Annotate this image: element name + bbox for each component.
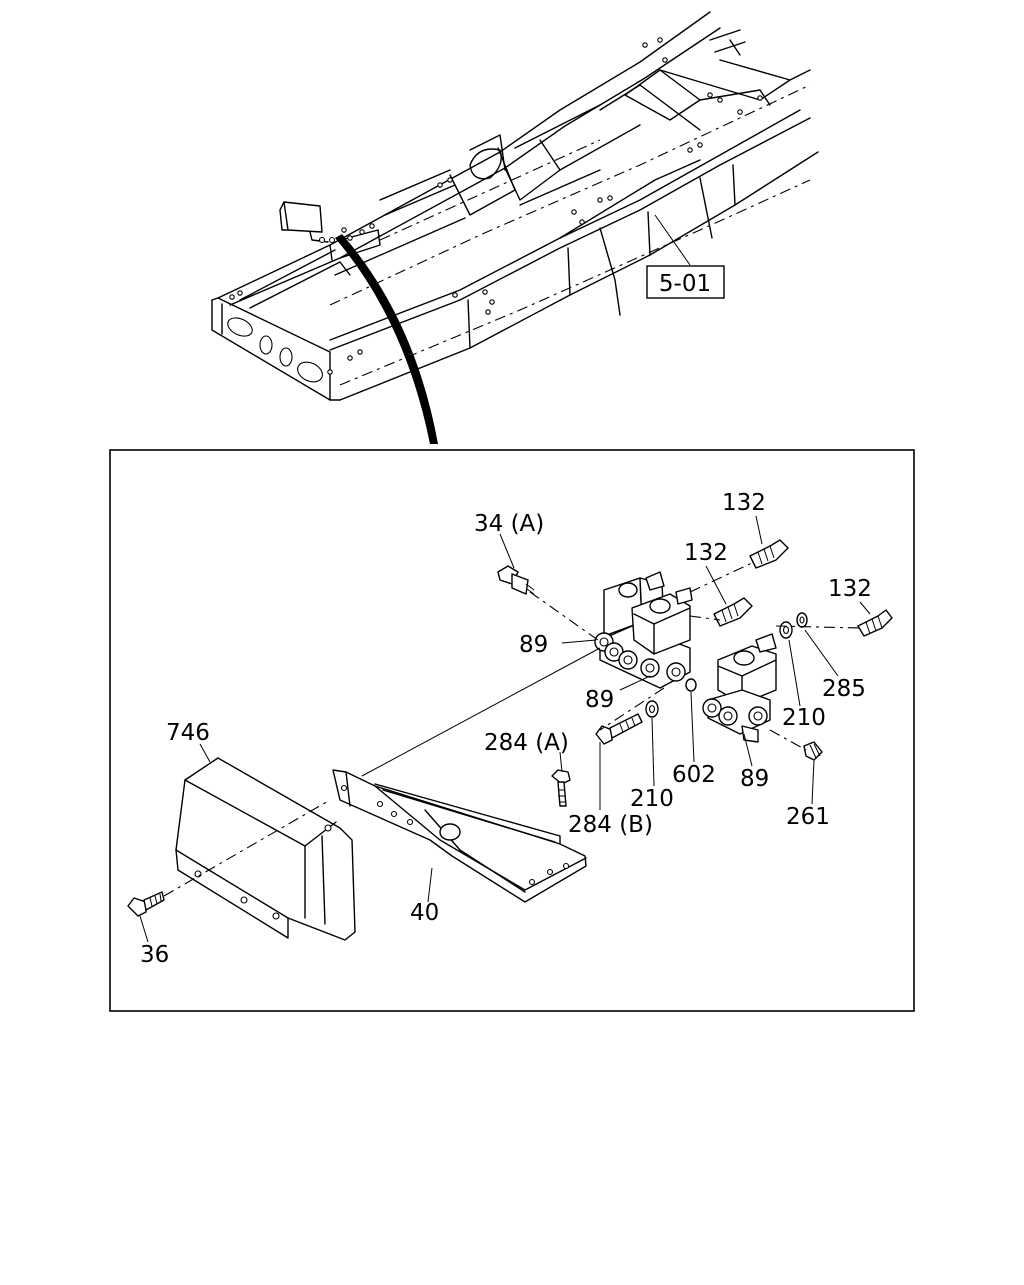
label-602: 602: [672, 762, 716, 788]
part-labels: 34 (A) 132 132 132 89 89 285 210 284 (A)…: [140, 490, 872, 968]
reference-box: 5-01: [646, 265, 725, 299]
cover-746: [175, 757, 356, 941]
label-36: 36: [140, 942, 169, 968]
label-34a: 34 (A): [474, 511, 544, 537]
fitting-34a: [497, 565, 535, 595]
chassis-frame: [211, 11, 819, 401]
connector-132-top: [749, 539, 789, 569]
label-89-right: 89: [740, 766, 769, 792]
bolt-284a: [551, 769, 571, 807]
label-210-mid: 210: [630, 786, 674, 812]
leader-lines: [139, 515, 871, 943]
label-284b: 284 (B): [568, 812, 653, 838]
label-261: 261: [786, 804, 830, 830]
assembly-lines: [163, 561, 861, 897]
label-285: 285: [822, 676, 866, 702]
oring-602: [685, 678, 697, 692]
bolt-284b: [595, 713, 643, 745]
bracket-40: [332, 769, 587, 903]
bolt-36: [127, 891, 165, 917]
label-746: 746: [166, 720, 210, 746]
connector-132-right: [857, 609, 893, 637]
detail-frame: [109, 449, 915, 1012]
label-132-right: 132: [828, 576, 872, 602]
label-89-mid: 89: [585, 687, 614, 713]
label-89-left: 89: [519, 632, 548, 658]
label-210-right: 210: [782, 705, 826, 731]
reference-label: 5-01: [659, 271, 711, 297]
label-40: 40: [410, 900, 439, 926]
plug-261: [803, 741, 823, 761]
label-132-top: 132: [722, 490, 766, 516]
label-132-mid: 132: [684, 540, 728, 566]
solenoid-valve-double: [594, 571, 693, 689]
detail-arrow: [335, 234, 438, 444]
connector-132-mid: [713, 597, 753, 627]
solenoid-valve-single: [702, 633, 777, 743]
label-284a: 284 (A): [484, 730, 569, 756]
